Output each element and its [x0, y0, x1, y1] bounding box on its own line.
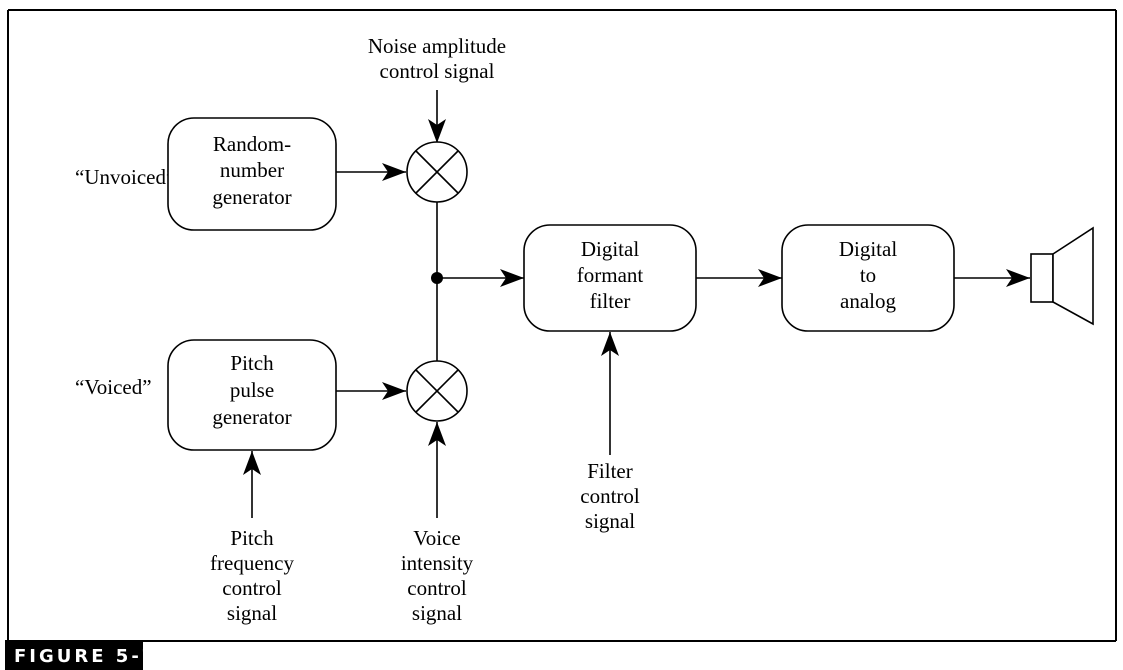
- svg-text:generator: generator: [212, 185, 291, 209]
- voiced-label: “Voiced”: [75, 375, 152, 399]
- svg-text:control: control: [222, 576, 282, 600]
- svg-text:Pitch: Pitch: [230, 526, 274, 550]
- svg-text:signal: signal: [227, 601, 277, 625]
- svg-text:frequency: frequency: [210, 551, 294, 575]
- svg-text:Voice: Voice: [413, 526, 460, 550]
- random-number-generator-block: Random- number generator: [167, 117, 337, 231]
- svg-text:Random-: Random-: [213, 132, 291, 156]
- svg-text:control: control: [580, 484, 640, 508]
- svg-text:analog: analog: [840, 289, 896, 313]
- svg-text:Filter: Filter: [587, 459, 633, 483]
- svg-text:generator: generator: [212, 405, 291, 429]
- svg-text:FIGURE 5-7: FIGURE 5-7: [14, 646, 157, 667]
- pitch-frequency-control-label: Pitch frequency control signal: [210, 526, 294, 625]
- noise-amplitude-control-label: Noise amplitude control signal: [368, 34, 506, 83]
- svg-text:pulse: pulse: [230, 378, 274, 402]
- multiplier-icon: [406, 141, 468, 203]
- unvoiced-label: “Unvoiced”: [75, 165, 175, 189]
- svg-text:control signal: control signal: [380, 59, 495, 83]
- svg-text:filter: filter: [590, 289, 631, 313]
- figure-label: FIGURE 5-7: [5, 640, 157, 670]
- svg-text:Pitch: Pitch: [230, 351, 274, 375]
- svg-text:signal: signal: [412, 601, 462, 625]
- svg-text:Digital: Digital: [581, 237, 639, 261]
- voice-intensity-control-label: Voice intensity control signal: [401, 526, 474, 625]
- figure-frame: [7, 9, 1117, 642]
- digital-to-analog-block: Digital to analog: [781, 224, 955, 332]
- svg-text:intensity: intensity: [401, 551, 474, 575]
- svg-text:signal: signal: [585, 509, 635, 533]
- svg-text:to: to: [860, 263, 876, 287]
- svg-text:number: number: [220, 158, 284, 182]
- pitch-pulse-generator-block: Pitch pulse generator: [167, 339, 337, 451]
- filter-control-label: Filter control signal: [580, 459, 640, 533]
- speaker-icon: [1030, 226, 1094, 326]
- multiplier-icon: [406, 360, 468, 422]
- digital-formant-filter-block: Digital formant filter: [523, 224, 697, 332]
- svg-text:formant: formant: [577, 263, 644, 287]
- svg-text:Digital: Digital: [839, 237, 897, 261]
- svg-text:control: control: [407, 576, 467, 600]
- svg-text:Noise amplitude: Noise amplitude: [368, 34, 506, 58]
